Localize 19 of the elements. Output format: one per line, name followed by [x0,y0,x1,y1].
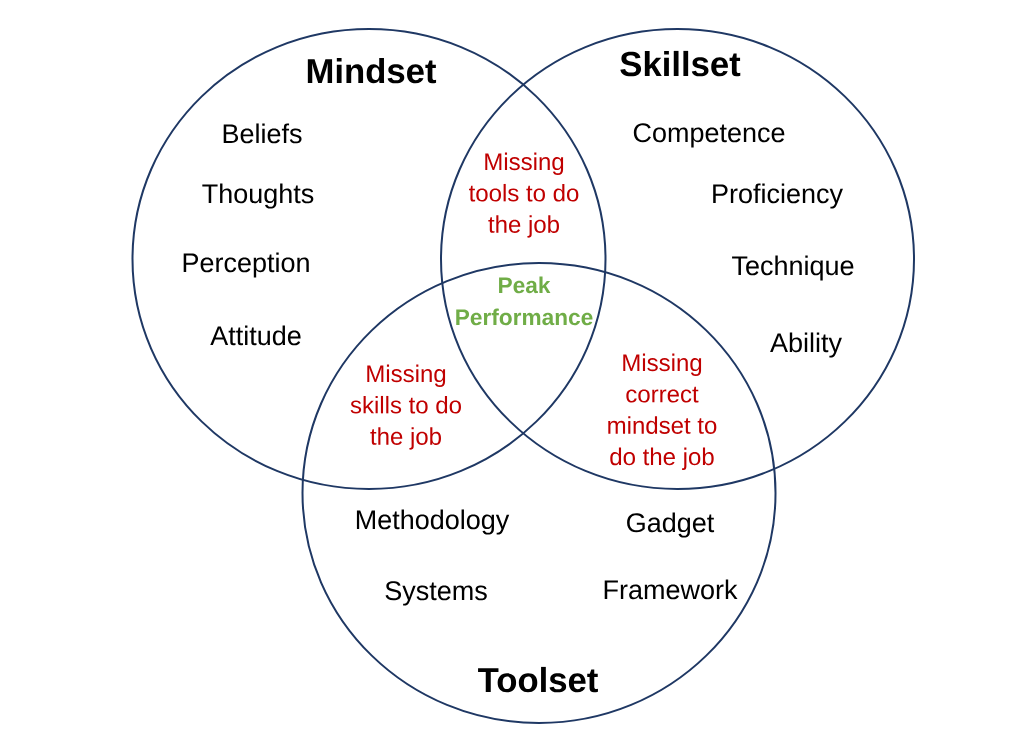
overlap-text: Missing correct mindset to do the job [608,353,717,470]
set-term: Thoughts [202,183,314,209]
set-title: Skillset [620,50,741,77]
set-term: Attitude [210,325,301,346]
set-term: Proficiency [713,183,843,209]
set-term: Competence [633,123,785,148]
overlap-text: Peak Performance [456,276,593,326]
set-title: Mindset [307,57,437,84]
set-title: Toolset [478,666,598,693]
set-term: Gadget [627,512,715,538]
set-term: Framework [604,579,738,600]
set-term: Methodology [356,509,510,535]
set-term: Beliefs [223,123,302,144]
overlap-text: Missing skills to do the job [350,364,461,450]
overlap-text: Missing tools to do the job [469,152,579,238]
set-term: Perception [183,252,309,278]
set-term: Technique [732,255,854,281]
set-term: Ability [770,332,842,358]
set-term: Systems [385,581,487,606]
